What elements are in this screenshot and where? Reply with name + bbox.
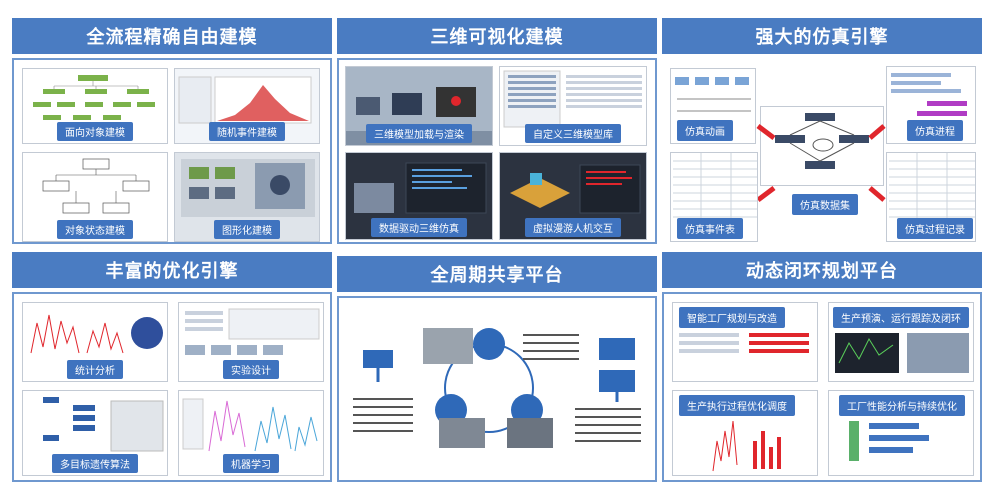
- tree-diagram: [33, 75, 155, 120]
- panel-title: 强大的仿真引擎: [662, 18, 982, 54]
- 3d-sim-scene: [346, 153, 492, 223]
- performance-graphic: [849, 421, 929, 461]
- caption: 实验设计: [223, 360, 279, 379]
- object-state-thumbnail: 对象状态建模: [22, 152, 168, 242]
- ga-flow: [43, 397, 164, 452]
- random-event-thumbnail: 随机事件建模: [174, 68, 320, 144]
- caption: 虚拟漫游人机交互: [525, 218, 621, 237]
- panel-3d-visual-modeling: 三维可视化建模 三维模型加载与渲染 自定义三维模型库 数据驱动: [337, 18, 657, 244]
- data-driven-3d-thumbnail: 数据驱动三维仿真: [345, 152, 493, 240]
- caption: 数据驱动三维仿真: [371, 218, 467, 237]
- sharing-cycle-diagram: [353, 328, 641, 448]
- caption: 图形化建模: [214, 220, 280, 239]
- caption: 对象状态建模: [57, 220, 133, 239]
- panel-title: 全周期共享平台: [337, 256, 657, 292]
- simulation-event-table: 仿真事件表: [670, 152, 758, 242]
- event-table: [673, 153, 757, 223]
- graphical-modeling-thumbnail: 图形化建模: [174, 152, 320, 242]
- record-table: [889, 153, 975, 223]
- panel-body: 统计分析 实验设计 多目标遗传算法 机器学习: [12, 292, 332, 482]
- histogram-chart: [178, 76, 312, 124]
- production-rehearsal-thumbnail: 生产预演、运行跟踪及闭环: [828, 302, 974, 382]
- state-diagram: [42, 158, 150, 214]
- execution-scheduling-thumbnail: 生产执行过程优化调度: [672, 390, 818, 476]
- progress-chart: [891, 73, 967, 116]
- caption: 仿真事件表: [677, 218, 743, 239]
- flow-diagram: [775, 113, 869, 169]
- object-oriented-thumbnail: 面向对象建模: [22, 68, 168, 144]
- caption: 统计分析: [67, 360, 123, 379]
- panel-title: 丰富的优化引擎: [12, 252, 332, 288]
- caption: 仿真数据集: [792, 194, 858, 215]
- caption: 三维模型加载与渲染: [366, 124, 472, 143]
- panel-title: 三维可视化建模: [337, 18, 657, 54]
- experiment-design-thumbnail: 实验设计: [178, 302, 324, 382]
- machine-learning-thumbnail: 机器学习: [178, 390, 324, 476]
- caption: 工厂性能分析与持续优化: [839, 395, 965, 416]
- virtual-roaming-thumbnail: 虚拟漫游人机交互: [499, 152, 647, 240]
- rehearsal-graphic: [835, 333, 969, 373]
- panel-simulation-engine: 强大的仿真引擎 仿真动画 仿真进程: [662, 18, 982, 244]
- panel-free-modeling: 全流程精确自由建模 面向对象建模 随机事件建模: [12, 18, 332, 244]
- genetic-algorithm-thumbnail: 多目标遗传算法: [22, 390, 168, 476]
- panel-body: 面向对象建模 随机事件建模 对象状态建模: [12, 58, 332, 244]
- ml-charts: [182, 398, 318, 452]
- 3d-render-thumbnail: 三维模型加载与渲染: [345, 66, 493, 146]
- caption: 面向对象建模: [57, 122, 133, 141]
- scheduling-chart: [712, 420, 781, 472]
- panel-body: [337, 296, 657, 482]
- simulation-progress-thumbnail: 仿真进程: [886, 66, 976, 144]
- planning-graphic: [679, 333, 809, 353]
- library-list: [503, 70, 642, 128]
- caption: 生产预演、运行跟踪及闭环: [833, 307, 969, 328]
- simulation-animation-thumbnail: 仿真动画: [670, 68, 756, 144]
- stats-charts: [30, 314, 163, 354]
- caption: 随机事件建模: [209, 122, 285, 141]
- caption: 机器学习: [223, 454, 279, 473]
- 3d-scene: [346, 67, 492, 131]
- panel-title: 全流程精确自由建模: [12, 18, 332, 54]
- caption: 仿真动画: [677, 120, 733, 141]
- performance-analysis-thumbnail: 工厂性能分析与持续优化: [828, 390, 974, 476]
- caption: 多目标遗传算法: [52, 454, 138, 473]
- experiment-form: [185, 308, 320, 355]
- roaming-scene: [500, 153, 646, 223]
- panel-closed-loop-planning: 动态闭环规划平台 智能工厂规划与改造 生产预演、运行跟踪及闭环 生产执行过程优化…: [662, 252, 982, 482]
- panel-optimization-engine: 丰富的优化引擎 统计分析 实验设计 多目标遗传算法: [12, 252, 332, 482]
- caption: 生产执行过程优化调度: [679, 395, 795, 416]
- 3d-library-thumbnail: 自定义三维模型库: [499, 66, 647, 146]
- red-arrows: [756, 124, 886, 202]
- animation-scene: [675, 77, 751, 112]
- factory-planning-thumbnail: 智能工厂规划与改造: [672, 302, 818, 382]
- simulation-diagram: [760, 106, 884, 186]
- simulation-record-table: 仿真过程记录: [886, 152, 976, 242]
- panel-lifecycle-sharing: 全周期共享平台: [337, 256, 657, 482]
- panel-title: 动态闭环规划平台: [662, 252, 982, 288]
- panel-body: 智能工厂规划与改造 生产预演、运行跟踪及闭环 生产执行过程优化调度 工厂性能分析…: [662, 292, 982, 482]
- factory-graphic: [181, 159, 315, 217]
- caption: 仿真过程记录: [897, 218, 973, 239]
- panel-body: 三维模型加载与渲染 自定义三维模型库 数据驱动三维仿真: [337, 58, 657, 244]
- statistical-analysis-thumbnail: 统计分析: [22, 302, 168, 382]
- caption: 智能工厂规划与改造: [679, 307, 785, 328]
- caption: 仿真进程: [907, 120, 963, 141]
- caption: 自定义三维模型库: [525, 124, 621, 143]
- panel-body: 仿真动画 仿真进程: [662, 58, 982, 244]
